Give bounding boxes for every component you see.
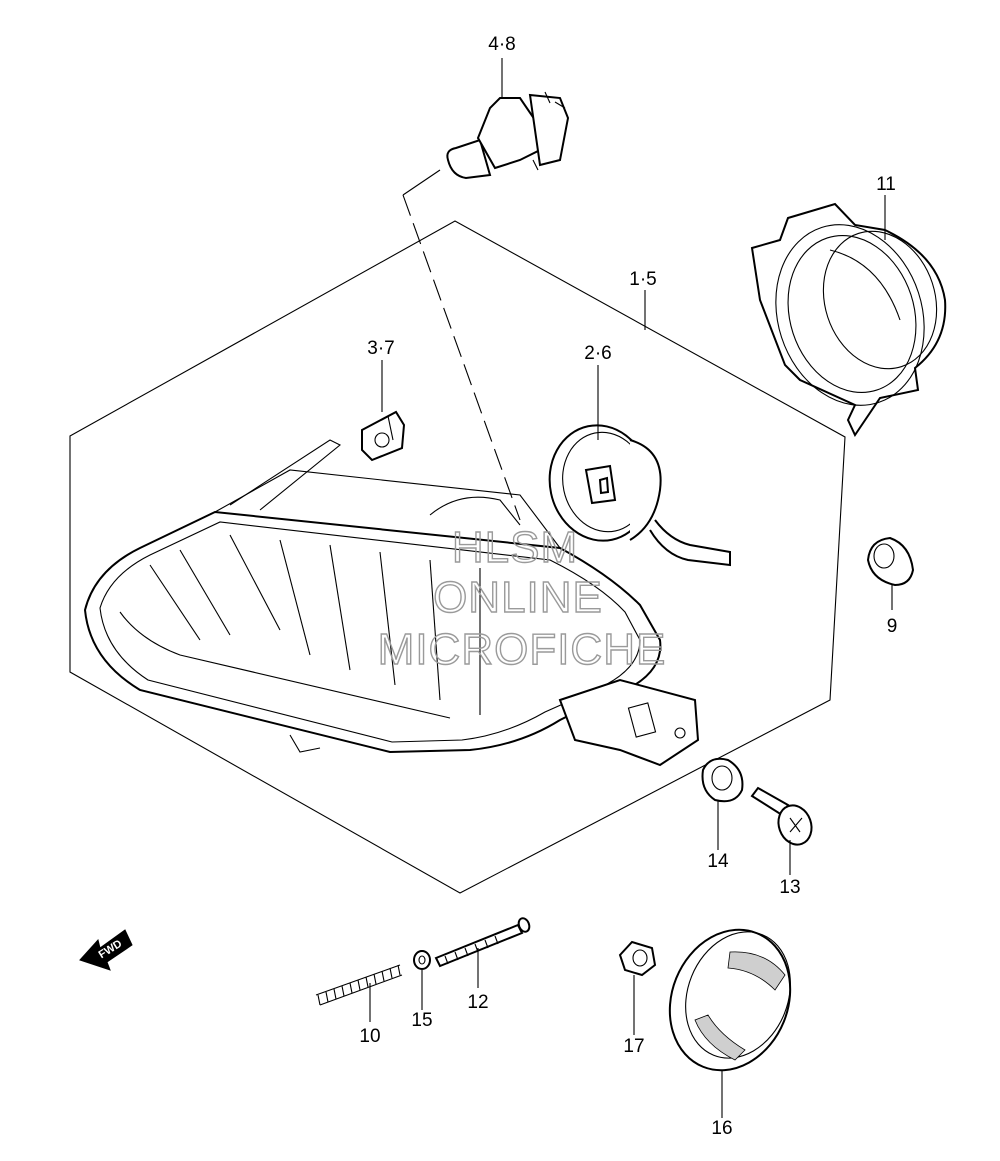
callout-2-6: 2·6: [584, 343, 611, 364]
callout-4-8: 4·8: [488, 34, 515, 55]
bolt-12[interactable]: [434, 917, 531, 968]
callout-16: 16: [711, 1118, 732, 1139]
clip[interactable]: [361, 410, 406, 462]
callout-1-5: 1·5: [629, 269, 656, 290]
dust-cover[interactable]: [750, 202, 954, 438]
callout-14: 14: [707, 851, 729, 872]
callout-12: 12: [467, 992, 488, 1013]
bulb-leader-line: [402, 169, 441, 196]
watermark: HLSM ONLINE MICROFICHE: [377, 522, 667, 674]
callout-11: 11: [876, 174, 896, 195]
nut-17[interactable]: [618, 940, 657, 977]
callout-10: 10: [359, 1026, 380, 1047]
watermark-line1: HLSM: [452, 523, 578, 572]
screw-13[interactable]: [750, 786, 817, 849]
headlight-housing[interactable]: [83, 439, 700, 767]
spring-10[interactable]: [315, 964, 403, 1006]
bulb-socket[interactable]: [539, 416, 731, 567]
callout-3-7: 3·7: [367, 338, 394, 359]
assembly-outline: [69, 220, 846, 894]
callout-9: 9: [887, 616, 898, 637]
bulb-dashed-line: [402, 194, 521, 521]
callout-15: 15: [411, 1010, 432, 1031]
bulb[interactable]: [446, 91, 570, 180]
reflector-16[interactable]: [649, 912, 810, 1089]
callout-13: 13: [779, 877, 800, 898]
grommet-14[interactable]: [701, 757, 744, 803]
watermark-line2: ONLINE: [433, 573, 603, 622]
callout-17: 17: [623, 1036, 644, 1057]
fwd-arrow: FWD: [79, 929, 133, 971]
washer-15[interactable]: [413, 950, 431, 970]
watermark-line3: MICROFICHE: [378, 625, 667, 674]
grommet-9[interactable]: [866, 536, 915, 587]
